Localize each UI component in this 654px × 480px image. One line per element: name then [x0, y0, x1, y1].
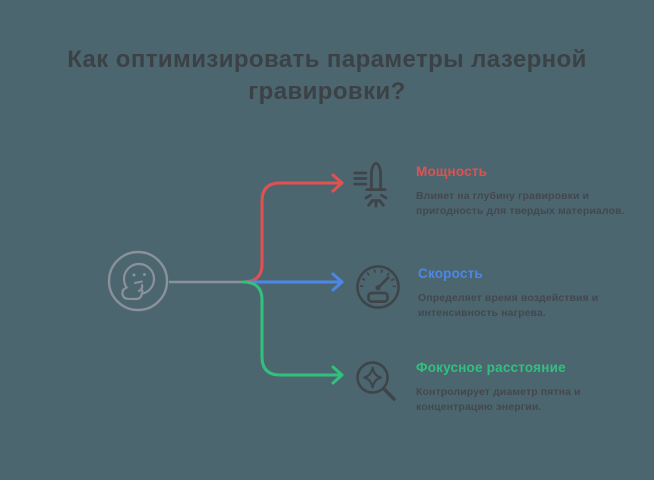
item-focus-text: Фокусное расстояние Контролирует диаметр… [416, 354, 628, 415]
connector-focus-arrow [241, 280, 344, 385]
connector-speed-arrow [241, 272, 344, 292]
item-title-focus: Фокусное расстояние [416, 360, 566, 375]
connector-power-arrow [241, 173, 344, 284]
focus-lens-icon [352, 354, 400, 408]
speedometer-icon [354, 260, 402, 314]
central-node [106, 249, 170, 313]
item-description-speed: Определяет время воздействия и интенсивн… [418, 292, 599, 320]
item-speed-text: Скорость Определяет время воздействия и … [418, 260, 630, 321]
item-title-power: Мощность [416, 164, 488, 179]
page-title: Как оптимизировать параметры лазерной гр… [67, 46, 587, 105]
thinking-face-icon [107, 250, 169, 312]
item-power-text: Мощность Влияет на глубину гравировки и … [416, 158, 628, 219]
item-description-power: Влияет на глубину гравировки и пригоднос… [416, 190, 625, 218]
item-power: Мощность Влияет на глубину гравировки и … [352, 158, 628, 219]
item-title-speed: Скорость [418, 266, 483, 281]
laser-beam-icon [352, 158, 400, 212]
item-description-focus: Контролирует диаметр пятна и концентраци… [416, 386, 581, 414]
item-focus: Фокусное расстояние Контролирует диаметр… [352, 354, 628, 415]
item-speed: Скорость Определяет время воздействия и … [354, 260, 630, 321]
